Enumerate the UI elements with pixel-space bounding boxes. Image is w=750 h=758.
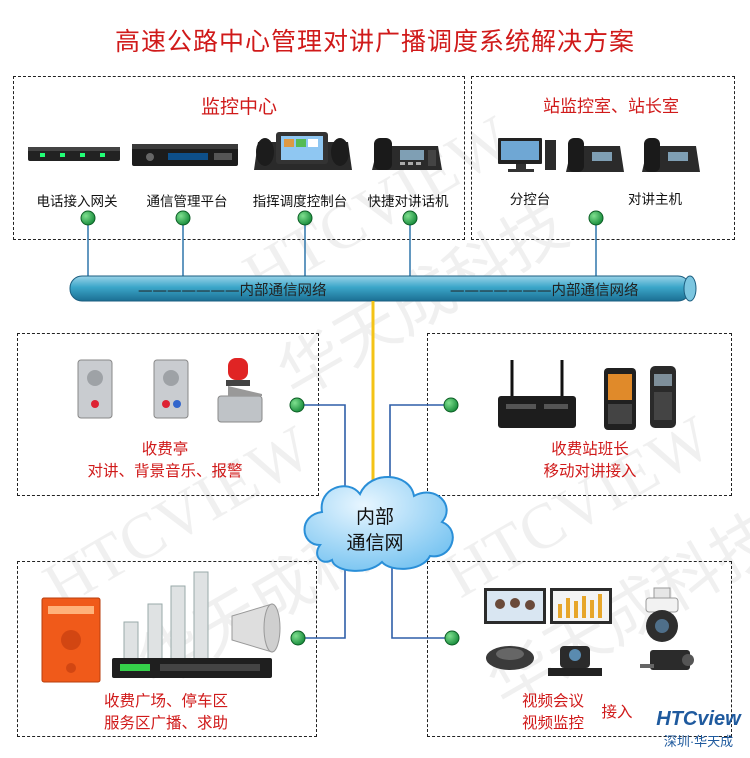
- link-toll-booth: [300, 404, 346, 520]
- video-conference-screen-icon: [484, 588, 612, 624]
- toll-monitor-label-line2: 移动对讲接入: [543, 462, 637, 480]
- network-cloud: [303, 476, 454, 572]
- link-toll-plaza: [300, 560, 346, 639]
- intercom-panel-icon: [153, 359, 189, 419]
- connection-node: [290, 630, 306, 646]
- handheld-radio-icon: [650, 366, 676, 428]
- bus-label-left: ———————内部通信网络: [138, 283, 327, 299]
- connection-node: [588, 210, 604, 226]
- intercom-host-phone-icon: [642, 138, 700, 172]
- video-label-line1: 视频会议: [521, 692, 584, 710]
- logo-subtitle: 深圳·华天成: [663, 734, 734, 749]
- toll-monitor-label-line1: 收费站班长: [551, 440, 629, 458]
- page-title: 高速公路中心管理对讲广播调度系统解决方案: [114, 27, 635, 56]
- connection-node: [289, 397, 305, 413]
- broadcast-amplifier-icon: [112, 658, 272, 678]
- bus-label-right: ———————内部通信网络: [450, 283, 639, 299]
- video-access-label: 接入: [601, 703, 633, 721]
- phone-gateway-icon: [28, 147, 120, 161]
- toll-plaza-label-line2: 服务区广播、求助: [103, 714, 228, 732]
- device-label: 快捷对讲话机: [367, 194, 449, 210]
- monitor-center-heading: 监控中心: [200, 96, 277, 118]
- monitor-center-box: [13, 76, 465, 240]
- conference-phone-icon: [486, 646, 534, 670]
- cloud-label-line2: 通信网: [346, 532, 404, 554]
- connection-node: [175, 210, 191, 226]
- logo-brand: HTCview: [656, 708, 741, 730]
- connection-node: [80, 210, 96, 226]
- video-box: [427, 561, 732, 737]
- intercom-panel-icon: [77, 359, 113, 419]
- handheld-terminal-icon: [604, 368, 636, 430]
- dispatch-console-icon: [254, 132, 352, 170]
- horn-speaker-icon: [231, 603, 281, 653]
- alarm-speaker-icon: [217, 386, 263, 423]
- toll-monitor-box: [427, 333, 732, 496]
- toll-plaza-box: [17, 561, 317, 737]
- station-room-box: [471, 76, 735, 240]
- intercom-host-phone-icon: [566, 138, 624, 172]
- bullet-camera-icon: [640, 650, 694, 670]
- device-label: 通信管理平台: [146, 194, 228, 210]
- wireless-gateway-icon: [498, 360, 576, 428]
- connection-node: [444, 630, 460, 646]
- management-platform-icon: [132, 144, 238, 166]
- connection-node: [443, 397, 459, 413]
- video-label-line2: 视频监控: [521, 714, 584, 732]
- device-label: 指挥调度控制台: [252, 194, 348, 210]
- company-logo: HTCview 深圳·华天成: [651, 708, 746, 749]
- device-label: 分控台: [509, 192, 551, 208]
- emergency-help-box-icon: [41, 597, 101, 683]
- toll-booth-box: [17, 333, 319, 496]
- toll-booth-label-line1: 收费亭: [141, 440, 189, 458]
- connection-node: [402, 210, 418, 226]
- link-video: [391, 560, 448, 639]
- alarm-light-icon: [226, 358, 250, 386]
- sub-console-icon: [498, 138, 556, 172]
- device-label: 电话接入网关: [36, 194, 118, 210]
- network-bus-pipe: [69, 275, 697, 302]
- toll-booth-label-line2: 对讲、背景音乐、报警: [87, 462, 243, 480]
- device-label: 对讲主机: [628, 192, 682, 208]
- dome-camera-icon: [645, 587, 679, 642]
- station-room-heading: 站监控室、站长室: [543, 97, 679, 117]
- column-speaker-icon: [123, 571, 209, 669]
- toll-plaza-label-line1: 收费广场、停车区: [103, 692, 228, 710]
- conference-camera-icon: [548, 646, 602, 676]
- cloud-label-line1: 内部: [355, 506, 394, 528]
- intercom-phone-icon: [372, 138, 442, 170]
- connection-node: [297, 210, 313, 226]
